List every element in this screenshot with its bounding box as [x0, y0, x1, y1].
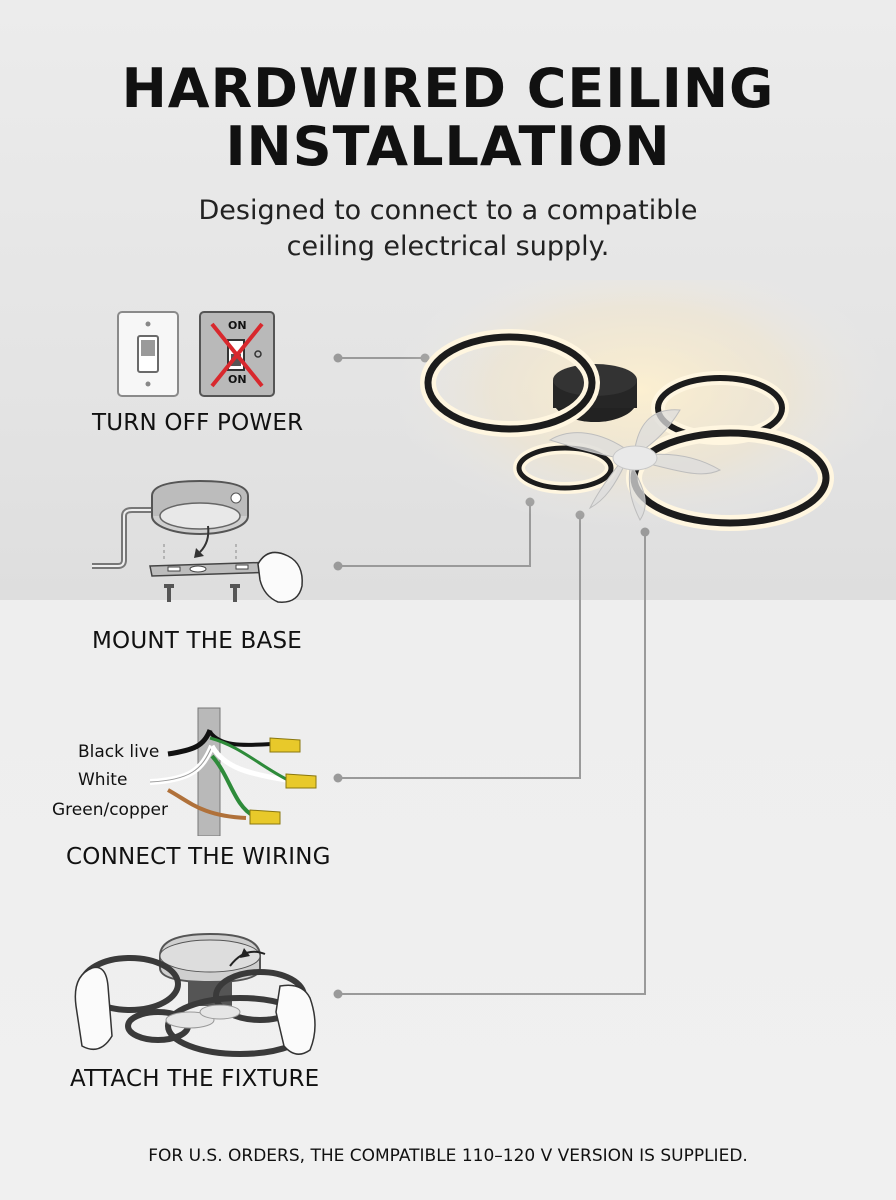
step-turn-off-power-label: TURN OFF POWER [92, 410, 304, 436]
wire-black [167, 729, 213, 757]
wall-background [0, 600, 896, 1200]
connector-line-fixture [338, 532, 646, 995]
mount-base-illustration [92, 479, 303, 603]
wire-label-green: Green/copper [52, 800, 168, 820]
wire-label-white: White [78, 770, 128, 790]
connector-line-wiring [338, 515, 581, 779]
ceiling-fan-light-illustration [400, 280, 890, 531]
wire-conduit [197, 707, 221, 836]
screw-icon [164, 584, 240, 602]
fan-hub [612, 445, 658, 471]
wire-copper [167, 788, 247, 820]
wiring-illustration [150, 707, 317, 836]
page-title-line1: HARDWIRED CEILING [121, 57, 775, 120]
left-hand-icon [74, 966, 113, 1051]
subtitle-line2: ceiling electrical supply. [286, 231, 610, 262]
fan-blades [548, 409, 722, 521]
wire-connector-icon [249, 737, 317, 825]
breaker-on-bottom: ON [228, 373, 247, 386]
step-connect-wiring-label: CONNECT THE WIRING [66, 844, 331, 870]
wire-label-black: Black live [78, 742, 160, 762]
breaker-switch-off-icon [199, 311, 275, 397]
right-hand-icon [275, 984, 316, 1055]
wall-switch-icon [117, 311, 179, 397]
wire-green [210, 754, 256, 818]
connector-line-base [338, 500, 531, 567]
step-attach-fixture-label: ATTACH THE FIXTURE [70, 1066, 320, 1092]
subtitle-line1: Designed to connect to a compatible [198, 195, 698, 226]
step-mount-base-label: MOUNT THE BASE [92, 628, 302, 654]
footer-note: FOR U.S. ORDERS, THE COMPATIBLE 110–120 … [148, 1146, 748, 1166]
power-switch-icons [117, 311, 275, 397]
attach-fixture-illustration [74, 932, 316, 1057]
breaker-on-top: ON [228, 319, 247, 332]
page-title-line2: INSTALLATION [225, 115, 671, 178]
hand-icon [257, 551, 303, 603]
